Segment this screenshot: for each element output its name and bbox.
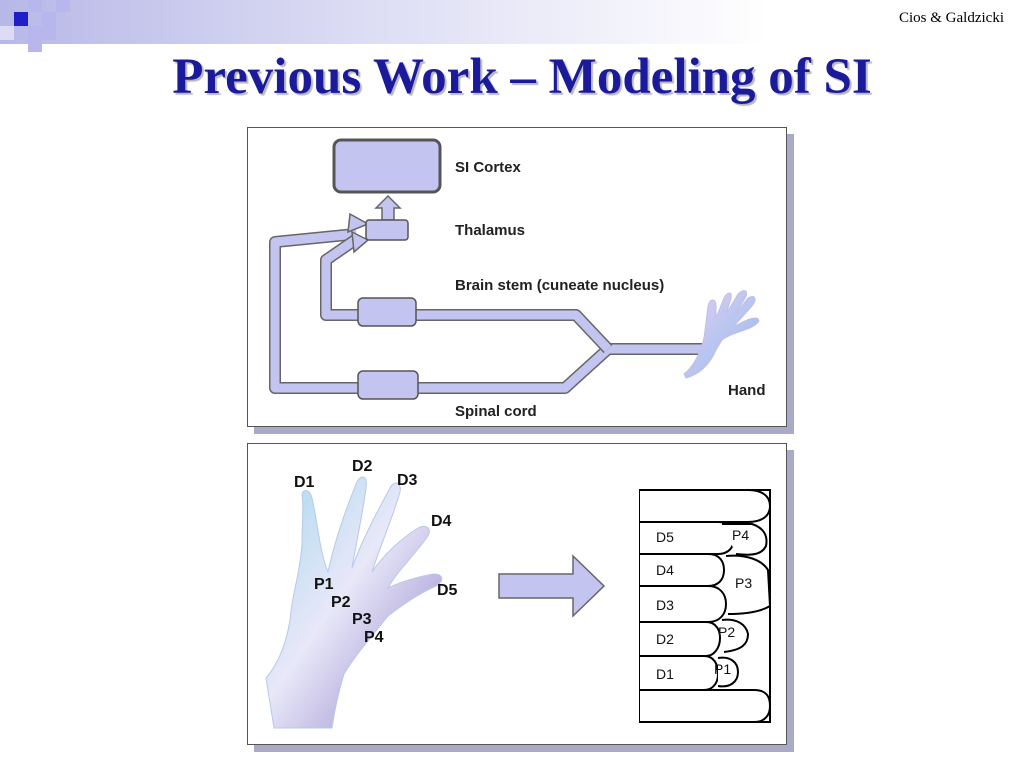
label-spinal-cord: Spinal cord (455, 403, 537, 420)
hand-label-d5: D5 (437, 582, 458, 599)
map-label-d1: D1 (656, 666, 674, 682)
thalamus-box (365, 219, 409, 241)
arrowhead-lower (351, 230, 370, 254)
hand-illustration (683, 290, 760, 379)
hand-label-d3: D3 (397, 472, 418, 489)
map-region-p3 (725, 554, 772, 615)
map-region-p2 (721, 618, 750, 653)
map-label-p3: P3 (735, 575, 752, 591)
decorative-squares-logo (0, 0, 80, 54)
cortical-map (639, 489, 772, 723)
pathway-diagram-panel: SI Cortex Thalamus Brain stem (cuneate n… (247, 127, 787, 427)
map-bottom-region (640, 689, 772, 723)
hand-label-d1: D1 (294, 474, 315, 491)
pathway-diagram: SI Cortex Thalamus Brain stem (cuneate n… (269, 138, 766, 420)
si-cortex-box (332, 138, 442, 194)
map-region-p1 (717, 656, 740, 688)
label-thalamus: Thalamus (455, 222, 525, 239)
map-label-d4: D4 (656, 562, 674, 578)
square-light (28, 26, 42, 40)
map-label-d3: D3 (656, 597, 674, 613)
header-gradient-bar (0, 0, 1024, 44)
square-light (42, 12, 56, 26)
square-light (56, 0, 70, 12)
map-row-d5 (640, 521, 736, 555)
map-label-p2: P2 (718, 624, 735, 640)
somatotopy-diagram: D1 D2 D3 D4 D5 P1 P2 P3 P4 (265, 458, 772, 729)
hand-label-p1: P1 (314, 576, 334, 593)
hand-label-d2: D2 (352, 458, 373, 475)
brainstem-pathway-fill (321, 234, 612, 353)
map-row-d4 (640, 553, 726, 587)
map-top-region (640, 489, 772, 523)
map-row-d3 (640, 585, 728, 623)
spinal-cord-pathway-fill (270, 229, 706, 393)
map-region-p4 (722, 523, 768, 556)
author-credit: Cios & Galdzicki (899, 10, 1004, 26)
square-dark (14, 12, 28, 26)
map-row-d2 (640, 621, 722, 657)
square-light (28, 40, 42, 52)
mapping-arrow (498, 554, 606, 618)
somatotopy-diagram-panel: D1 D2 D3 D4 D5 P1 P2 P3 P4 (247, 443, 787, 745)
map-label-p4: P4 (732, 527, 749, 543)
map-label-d5: D5 (656, 529, 674, 545)
brainstem-nucleus-box (357, 297, 417, 327)
slide-title: Previous Work – Modeling of SI (172, 49, 872, 105)
hand-label-p4: P4 (364, 629, 384, 646)
label-hand: Hand (728, 382, 766, 399)
thalamus-to-cortex-arrow (374, 194, 402, 221)
label-si-cortex: SI Cortex (455, 159, 522, 176)
square-light (28, 0, 42, 12)
hand-label-p2: P2 (331, 594, 351, 611)
map-row-d1 (640, 655, 720, 691)
hand-illustration-large (265, 476, 443, 729)
square-light (42, 26, 56, 40)
arrowhead-upper (347, 212, 370, 234)
square-light (0, 26, 14, 40)
spinal-cord-box (357, 370, 419, 400)
map-label-p1: P1 (714, 661, 731, 677)
hand-label-p3: P3 (352, 611, 372, 628)
label-brain-stem: Brain stem (cuneate nucleus) (455, 277, 664, 294)
hand-label-d4: D4 (431, 513, 452, 530)
map-label-d2: D2 (656, 631, 674, 647)
